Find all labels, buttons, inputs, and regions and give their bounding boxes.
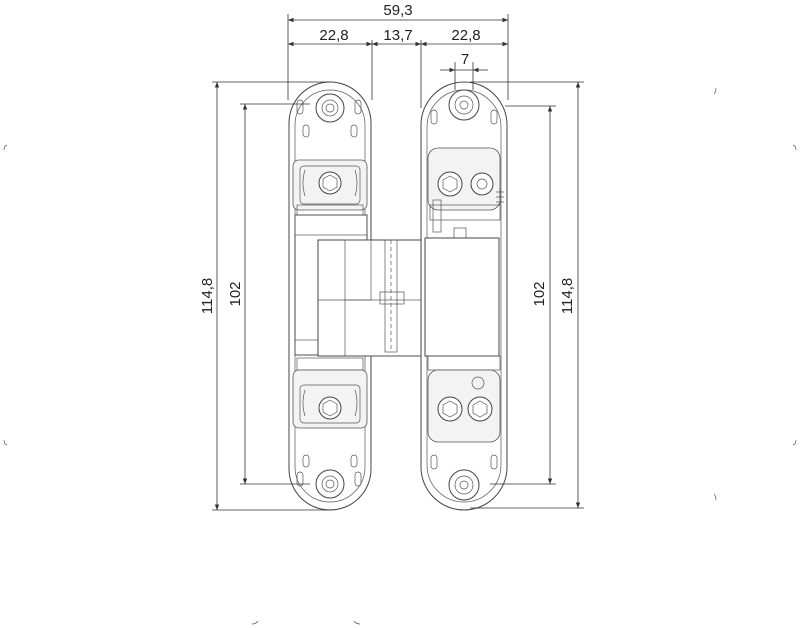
right-leaf-width-label: 22,8 [451,27,480,44]
right-inner-height-label: 102 [531,281,548,306]
left-inner-height-label: 102 [227,281,244,306]
right-hinge-leaf [420,81,508,511]
left-leaf-width-label: 22,8 [319,27,348,44]
left-overall-height-label: 114,8 [199,278,216,314]
frame-corner-marks [3,87,797,625]
center-gap-label: 13,7 [383,27,412,44]
overall-width-label: 59,3 [383,2,412,19]
dimension-lines [212,14,584,511]
right-overall-height-label: 114,8 [559,278,576,314]
adjust-label: 7 [461,51,469,68]
